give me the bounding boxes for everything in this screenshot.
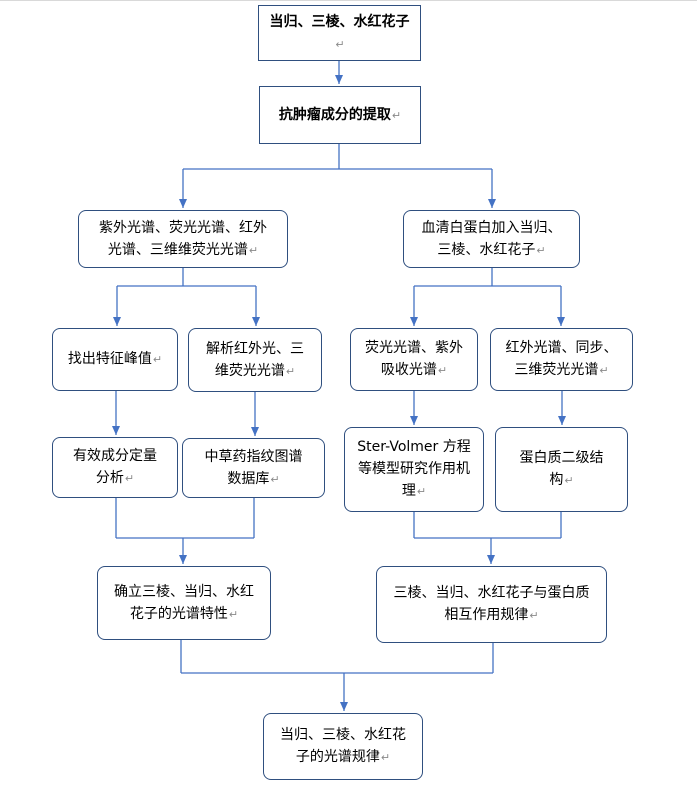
node-spectra-left: 紫外光谱、荧光光谱、红外光谱、三维维荧光光谱↵: [78, 210, 288, 268]
node-source-herbs-label: 当归、三棱、水红花子: [269, 13, 410, 30]
node-spectral-properties: 确立三棱、当归、水红花子的光谱特性↵: [97, 566, 271, 640]
node-fluor-uv: 荧光光谱、紫外吸收光谱↵: [350, 328, 478, 391]
node-secondary-structure-label: 蛋白质二级结构: [519, 450, 604, 488]
return-mark: ↵: [536, 243, 546, 257]
return-mark: ↵: [270, 472, 280, 486]
node-fingerprint-db-label: 中草药指纹图谱数据库: [204, 448, 303, 487]
return-mark: ↵: [228, 607, 239, 621]
return-mark: ↵: [248, 243, 259, 257]
return-mark: ↵: [380, 751, 391, 764]
node-find-peaks-label: 找出特征峰值: [67, 351, 152, 367]
return-mark: ↵: [391, 108, 402, 122]
node-ir-sync-label: 红外光谱、同步、三维荧光光谱: [505, 340, 618, 378]
node-spectra-left-label: 紫外光谱、荧光光谱、红外光谱、三维维荧光光谱: [99, 219, 267, 258]
return-mark: ↵: [599, 364, 609, 377]
node-extraction: 抗肿瘤成分的提取↵: [259, 86, 421, 144]
node-protein-interaction-label: 三棱、当归、水红花子与蛋白质相互作用规律: [393, 585, 590, 623]
return-mark: ↵: [529, 609, 539, 622]
node-stern-volmer-label: Ster-Volmer 方程等模型研究作用机理: [357, 439, 471, 499]
node-spectral-rules-label: 当归、三棱、水红花子的光谱规律: [280, 727, 406, 765]
top-border-line: [0, 0, 697, 1]
return-mark: ↵: [564, 474, 574, 487]
return-mark: ↵: [285, 364, 296, 378]
node-spectral-properties-label: 确立三棱、当归、水红花子的光谱特性: [114, 583, 254, 622]
node-extraction-label: 抗肿瘤成分的提取: [278, 106, 391, 123]
node-quant-analysis-label: 有效成分定量分析: [73, 448, 157, 486]
node-fluor-uv-label: 荧光光谱、紫外吸收光谱: [365, 340, 463, 378]
node-ir-sync: 红外光谱、同步、三维荧光光谱↵: [490, 328, 633, 391]
node-secondary-structure: 蛋白质二级结构↵: [495, 427, 628, 512]
node-quant-analysis: 有效成分定量分析↵: [52, 437, 178, 498]
return-mark: ↵: [124, 472, 135, 485]
node-parse-ir-label: 解析红外光、三维荧光光谱: [206, 340, 304, 379]
node-albumin: 血清白蛋白加入当归、三棱、水红花子↵: [403, 210, 580, 268]
node-protein-interaction: 三棱、当归、水红花子与蛋白质相互作用规律↵: [376, 566, 607, 643]
return-mark: ↵: [335, 37, 345, 51]
node-spectral-rules: 当归、三棱、水红花子的光谱规律↵: [263, 713, 423, 780]
return-mark: ↵: [437, 364, 448, 377]
node-parse-ir: 解析红外光、三维荧光光谱↵: [188, 328, 322, 392]
node-albumin-label: 血清白蛋白加入当归、三棱、水红花子: [421, 219, 562, 258]
return-mark: ↵: [152, 353, 163, 366]
node-stern-volmer: Ster-Volmer 方程等模型研究作用机理↵: [344, 427, 484, 512]
node-find-peaks: 找出特征峰值↵: [52, 328, 178, 391]
return-mark: ↵: [416, 485, 427, 498]
node-fingerprint-db: 中草药指纹图谱数据库↵: [182, 438, 325, 498]
node-source-herbs: 当归、三棱、水红花子 ↵: [258, 5, 421, 61]
